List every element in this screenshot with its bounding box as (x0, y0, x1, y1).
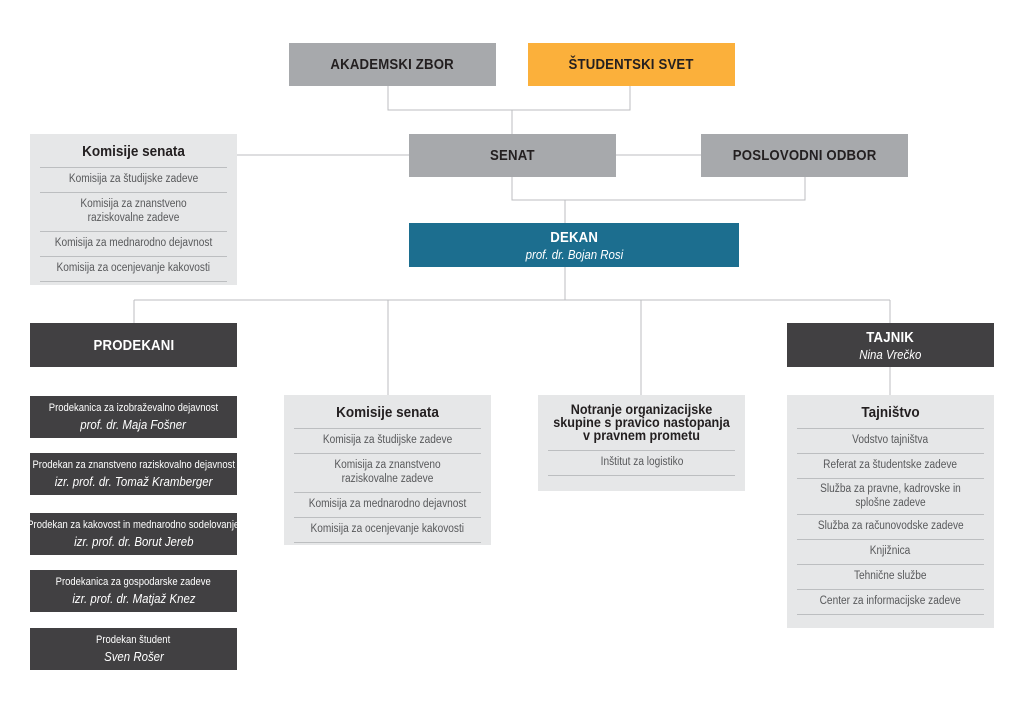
prodekan-card: Prodekan za znanstveno raziskovalno deja… (30, 453, 237, 495)
prodekan-card: Prodekan za kakovost in mednarodno sodel… (27, 513, 240, 555)
prodekan-role: Prodekan študent (96, 633, 171, 646)
prodekan-role: Prodekanica za gospodarske zadeve (55, 575, 212, 588)
notranje-skupine-panel: Notranje organizacijske skupine s pravic… (538, 395, 745, 491)
list-item: Inštitut za logistiko (548, 450, 735, 476)
list-item: Komisija za znanstveno raziskovalne zade… (294, 453, 481, 492)
list-item: Komisija za ocenjevanje kakovosti (40, 256, 227, 282)
prodekan-role: Prodekan za kakovost in mednarodno sodel… (27, 518, 240, 531)
prodekani-box: PRODEKANI (30, 323, 237, 367)
komisije-senata-top-list: Komisija za študijske zadeve Komisija za… (40, 167, 227, 282)
dekan-name: prof. dr. Bojan Rosi (525, 246, 623, 262)
poslovodni-odbor-label: POSLOVODNI ODBOR (732, 147, 877, 164)
notranje-skupine-title: Notranje organizacijske skupine s pravic… (553, 401, 730, 443)
list-item: Tehnične službe (797, 564, 984, 589)
list-item: Komisija za študijske zadeve (294, 428, 481, 453)
komisije-senata-top-panel: Komisije senata Komisija za študijske za… (30, 134, 237, 285)
komisije-senata-mid-title: Komisije senata (336, 404, 439, 421)
list-item: Komisija za znanstveno raziskovalne zade… (40, 192, 227, 231)
list-item: Komisija za mednarodno dejavnost (40, 231, 227, 256)
dekan-box: DEKAN prof. dr. Bojan Rosi (409, 223, 739, 267)
prodekan-role: Prodekanica za izobraževalno dejavnost (48, 401, 219, 414)
komisije-senata-mid-list: Komisija za študijske zadeve Komisija za… (294, 428, 481, 543)
dekan-title: DEKAN (550, 228, 598, 246)
prodekani-label: PRODEKANI (93, 336, 174, 354)
senat-box: SENAT (409, 134, 616, 177)
senat-label: SENAT (490, 147, 535, 164)
list-item: Služba za pravne, kadrovske in splošne z… (797, 478, 984, 514)
prodekan-card: Prodekanica za izobraževalno dejavnost p… (30, 396, 237, 438)
tajnik-box: TAJNIK Nina Vrečko (787, 323, 994, 367)
list-item: Služba za računovodske zadeve (797, 514, 984, 539)
studentski-svet-label: ŠTUDENTSKI SVET (568, 56, 695, 73)
prodekan-name: izr. prof. dr. Tomaž Kramberger (54, 473, 213, 489)
list-item: Center za informacijske zadeve (797, 589, 984, 615)
list-item: Knjižnica (797, 539, 984, 564)
tajnik-title: TAJNIK (866, 328, 915, 346)
prodekan-name: izr. prof. dr. Borut Jereb (73, 533, 194, 549)
tajnistvo-list: Vodstvo tajništva Referat za študentske … (797, 428, 984, 615)
prodekan-role: Prodekan za znanstveno raziskovalno deja… (32, 458, 235, 471)
list-item: Komisija za mednarodno dejavnost (294, 492, 481, 517)
prodekan-name: Sven Rošer (103, 648, 164, 664)
tajnistvo-panel: Tajništvo Vodstvo tajništva Referat za š… (787, 395, 994, 628)
tajnistvo-title: Tajništvo (861, 404, 920, 421)
list-item: Referat za študentske zadeve (797, 453, 984, 478)
studentski-svet-box: ŠTUDENTSKI SVET (528, 43, 735, 86)
notranje-skupine-list: Inštitut za logistiko (548, 450, 735, 476)
prodekan-name: izr. prof. dr. Matjaž Knez (71, 590, 196, 606)
akademski-zbor-box: AKADEMSKI ZBOR (289, 43, 496, 86)
list-item: Komisija za študijske zadeve (40, 167, 227, 192)
prodekan-card: Prodekanica za gospodarske zadeve izr. p… (30, 570, 237, 612)
list-item: Komisija za ocenjevanje kakovosti (294, 517, 481, 543)
prodekan-card: Prodekan študent Sven Rošer (30, 628, 237, 670)
tajnik-name: Nina Vrečko (859, 346, 922, 362)
list-item: Vodstvo tajništva (797, 428, 984, 453)
poslovodni-odbor-box: POSLOVODNI ODBOR (701, 134, 908, 177)
prodekan-name: prof. dr. Maja Fošner (80, 416, 187, 432)
akademski-zbor-label: AKADEMSKI ZBOR (330, 56, 455, 73)
komisije-senata-mid-panel: Komisije senata Komisija za študijske za… (284, 395, 491, 545)
komisije-senata-top-title: Komisije senata (82, 143, 185, 160)
